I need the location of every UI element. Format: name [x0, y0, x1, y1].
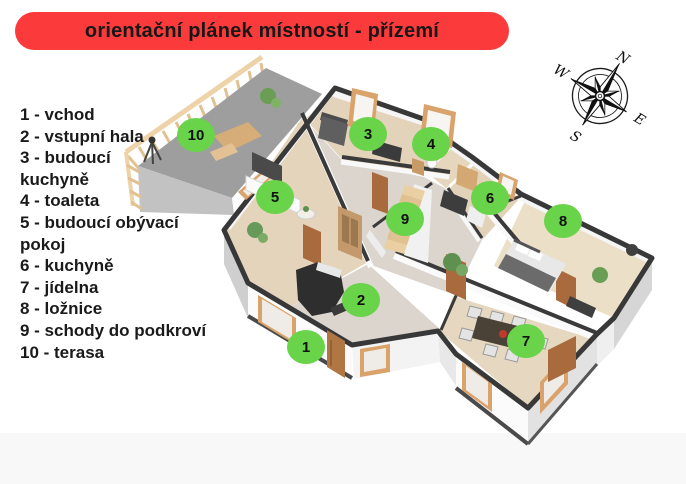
grand-piano — [296, 262, 344, 316]
room-marker-4: 4 — [412, 127, 450, 161]
title-banner: orientační plánek místností - přízemí — [15, 12, 509, 50]
furniture — [245, 112, 638, 363]
legend-item-1: 1 - vchod — [20, 105, 95, 124]
room-marker-10: 10 — [177, 118, 215, 152]
legend-item-9: 9 - schody do podkroví — [20, 320, 207, 340]
room-marker-5: 5 — [256, 180, 294, 214]
telescope-tripod — [143, 141, 162, 165]
plant — [247, 222, 263, 238]
legend-item-7: 7 - jídelna — [20, 277, 99, 297]
plant — [592, 267, 608, 283]
interior-door — [548, 336, 576, 382]
tv — [252, 152, 282, 184]
room-marker-1: 1 — [287, 330, 325, 364]
compass-letter-n: N — [612, 48, 632, 69]
terrace — [124, 54, 322, 215]
room-marker-3: 3 — [349, 117, 387, 151]
legend-item-4: 4 - toaleta — [20, 191, 100, 211]
room-marker-6: 6 — [471, 181, 509, 215]
side-table — [626, 244, 638, 256]
compass-letter-e: E — [630, 110, 648, 130]
pillow — [528, 249, 543, 261]
compass-letter-s: S — [567, 128, 583, 147]
interior-door — [372, 172, 388, 214]
terrace-front-wall — [138, 166, 234, 215]
legend-item-8: 8 - ložnice — [20, 299, 103, 319]
washstand — [412, 158, 424, 176]
terrace-table — [214, 122, 262, 152]
bed-blanket — [498, 254, 556, 292]
bench — [566, 296, 596, 318]
kitchen-counter — [440, 190, 468, 216]
terrace-bench — [210, 143, 238, 161]
terrace-railing-rail — [124, 54, 264, 155]
compass-rose: N E S W — [550, 48, 648, 147]
bedroom-floor — [494, 201, 650, 317]
legend-item-6: 6 - kuchyně — [20, 256, 114, 276]
exterior-wall-outline — [221, 85, 655, 411]
legend-item-3: 3 - budoucí kuchyně — [20, 148, 111, 189]
background-strip — [0, 433, 686, 484]
kitchen-cabinet — [456, 164, 478, 192]
centerpiece — [499, 330, 507, 338]
plant — [443, 253, 461, 271]
compass-letter-w: W — [550, 62, 572, 84]
interior-door — [303, 224, 321, 266]
legend-item-2: 2 - vstupní hala — [20, 126, 144, 146]
legend-item-10: 10 - terasa — [20, 342, 105, 362]
room-marker-7: 7 — [507, 324, 545, 358]
terrace-railing-posts-west — [126, 163, 143, 211]
page-title: orientační plánek místností - přízemí — [84, 19, 440, 42]
legend: 1 - vchod 2 - vstupní hala 3 - budoucí k… — [20, 104, 235, 363]
room-marker-8: 8 — [544, 204, 582, 238]
room-marker-9: 9 — [386, 202, 424, 236]
room-marker-2: 2 — [342, 283, 380, 317]
pillow — [515, 243, 530, 255]
legend-item-5: 5 - budoucí obývací pokoj — [20, 212, 179, 254]
